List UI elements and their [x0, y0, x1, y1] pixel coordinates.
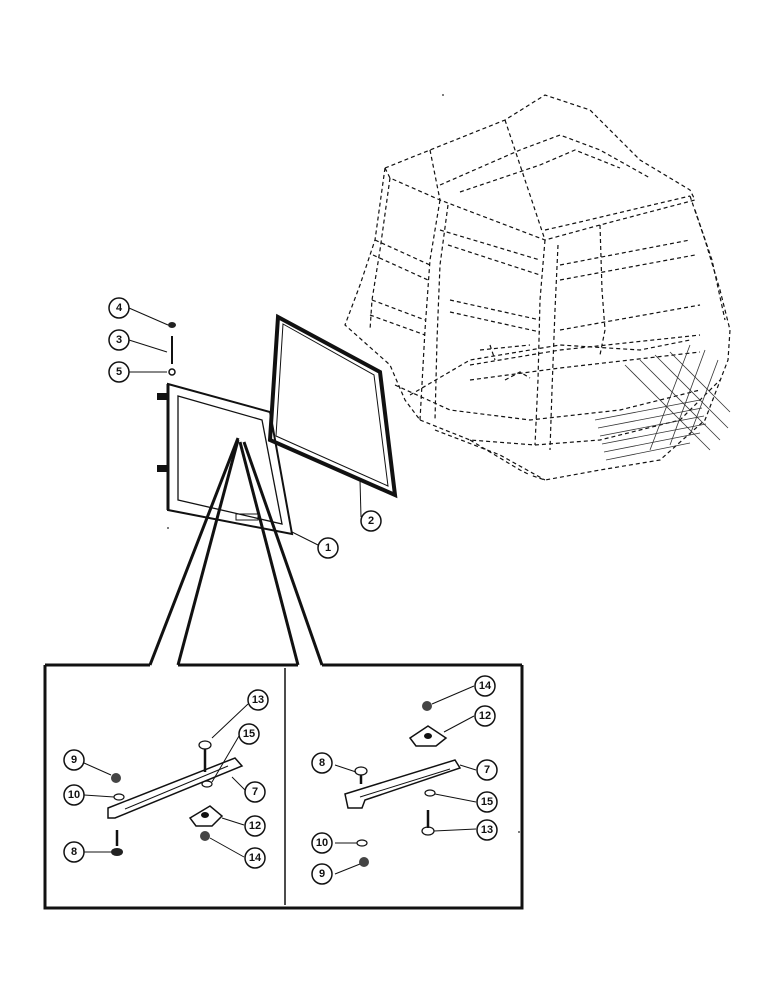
- callout-15: 15: [238, 723, 260, 745]
- svg-text:9: 9: [71, 754, 77, 766]
- svg-text:7: 7: [484, 764, 490, 776]
- scan-specks: [167, 94, 520, 833]
- callout-14: 14: [244, 847, 266, 869]
- svg-text:8: 8: [71, 846, 77, 858]
- cab-outline: [344, 94, 731, 481]
- svg-text:3: 3: [116, 334, 122, 346]
- cab-hatch: [594, 344, 731, 461]
- svg-text:2: 2: [368, 515, 374, 527]
- svg-text:15: 15: [481, 796, 493, 808]
- callouts-right-detail: 14 12 8 7 15 13 10 9: [311, 675, 498, 885]
- callout-9: 9: [63, 749, 85, 771]
- detail-box: [43, 663, 524, 910]
- callouts-main: 4 3 5 1 2: [108, 297, 382, 559]
- hinge-pin-parts: [168, 322, 176, 376]
- svg-text:9: 9: [319, 868, 325, 880]
- window-frame: [157, 382, 294, 536]
- window-seal: [267, 313, 398, 499]
- callout-13: 13: [247, 689, 269, 711]
- callout-12: 12: [244, 815, 266, 837]
- svg-text:5: 5: [116, 366, 122, 378]
- callout-10: 10: [63, 784, 85, 806]
- svg-text:12: 12: [479, 710, 491, 722]
- svg-text:14: 14: [249, 852, 262, 864]
- svg-text:4: 4: [116, 302, 123, 314]
- svg-text:13: 13: [252, 694, 264, 706]
- detail-projection-lines: [148, 437, 324, 666]
- right-detail-parts: [344, 701, 462, 867]
- callout-4: 4: [108, 297, 130, 319]
- callouts-left-detail: 13 15 9 10 7 12 8 14: [63, 689, 269, 869]
- callout-12: 12: [474, 705, 496, 727]
- callout-14: 14: [474, 675, 496, 697]
- callout-15: 15: [476, 791, 498, 813]
- callout-13: 13: [476, 819, 498, 841]
- svg-text:13: 13: [481, 824, 493, 836]
- callout-5: 5: [108, 361, 130, 383]
- svg-text:14: 14: [479, 680, 492, 692]
- callout-8: 8: [311, 752, 333, 774]
- svg-text:15: 15: [243, 728, 255, 740]
- svg-text:8: 8: [319, 757, 325, 769]
- callout-7: 7: [476, 759, 498, 781]
- callout-1: 1: [317, 537, 339, 559]
- callout-7: 7: [244, 781, 266, 803]
- callout-9: 9: [311, 863, 333, 885]
- svg-text:12: 12: [249, 820, 261, 832]
- svg-text:10: 10: [68, 789, 80, 801]
- callout-3: 3: [108, 329, 130, 351]
- callout-8: 8: [63, 841, 85, 863]
- svg-text:10: 10: [316, 837, 328, 849]
- svg-text:7: 7: [252, 786, 258, 798]
- left-detail-parts: [107, 740, 244, 856]
- callout-10: 10: [311, 832, 333, 854]
- callout-2: 2: [360, 510, 382, 532]
- svg-text:1: 1: [325, 542, 331, 554]
- leader-lines: [83, 307, 477, 875]
